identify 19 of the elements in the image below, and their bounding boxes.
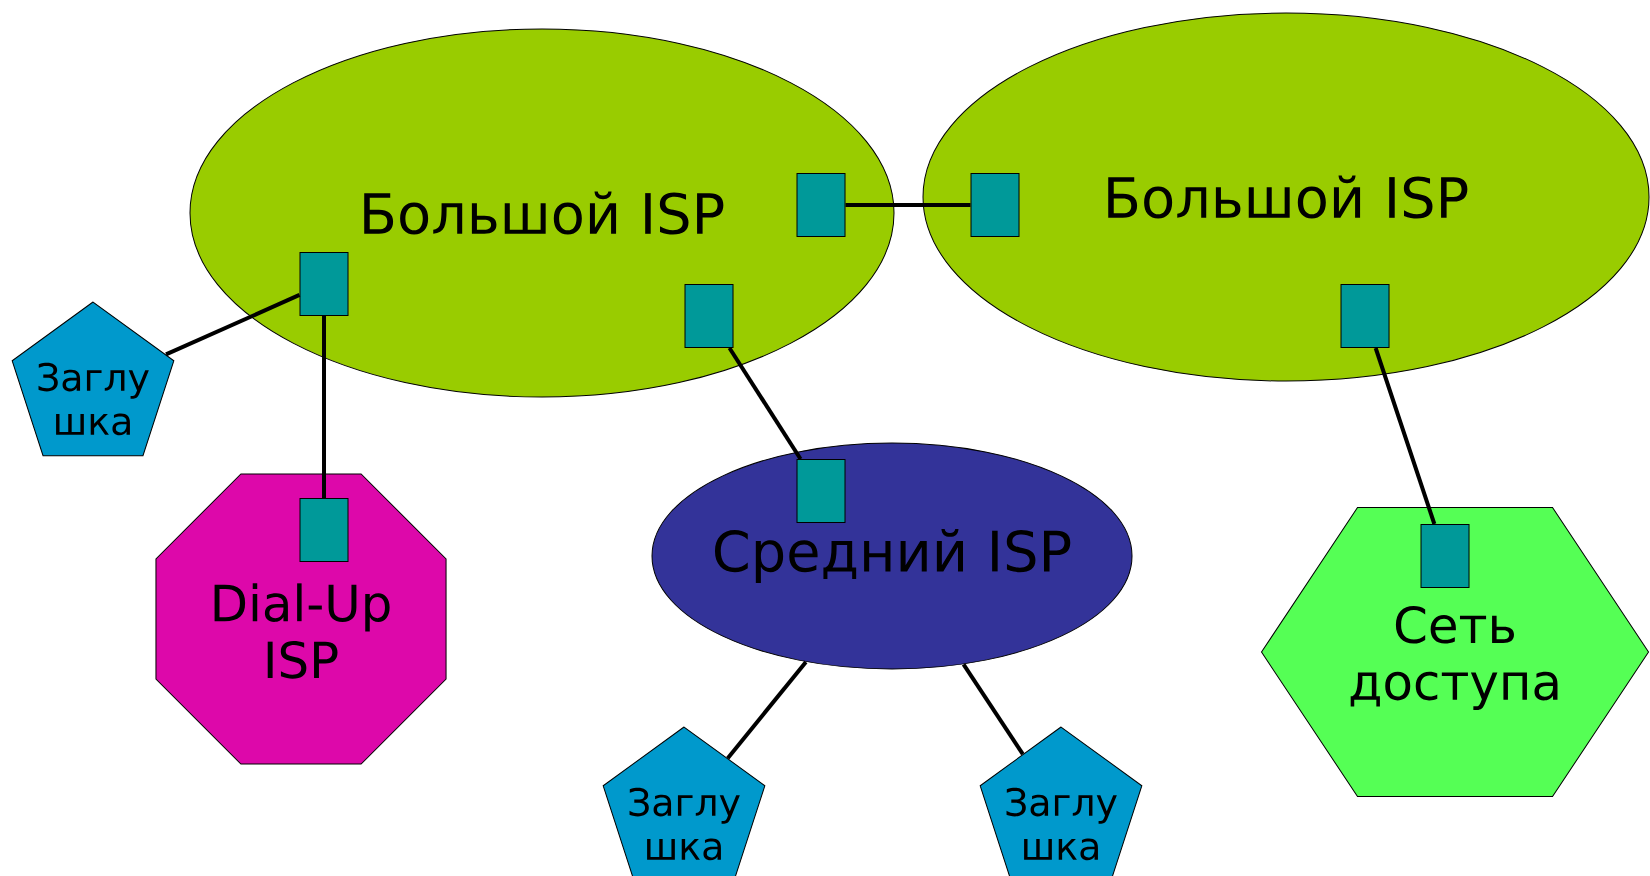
dialup-octagon: Dial-Up ISP (155, 473, 447, 765)
link-line (726, 660, 808, 760)
router-square (796, 173, 846, 237)
link-line (727, 346, 803, 461)
router-square (1420, 524, 1470, 588)
router-square (299, 252, 349, 316)
stub-pentagon: Заглу шка (602, 726, 766, 876)
link-line (165, 293, 301, 357)
router-square (684, 284, 734, 348)
link-line (845, 203, 971, 207)
router-square (1340, 284, 1390, 348)
router-square (299, 498, 349, 562)
stub-pentagon: Заглу шка (979, 726, 1143, 876)
stub-pentagon: Заглу шка (11, 301, 175, 457)
link-line (961, 663, 1025, 756)
router-square (970, 173, 1020, 237)
router-square (796, 459, 846, 523)
access-network-hexagon: Сеть доступа (1261, 507, 1649, 797)
link-line (322, 316, 326, 498)
